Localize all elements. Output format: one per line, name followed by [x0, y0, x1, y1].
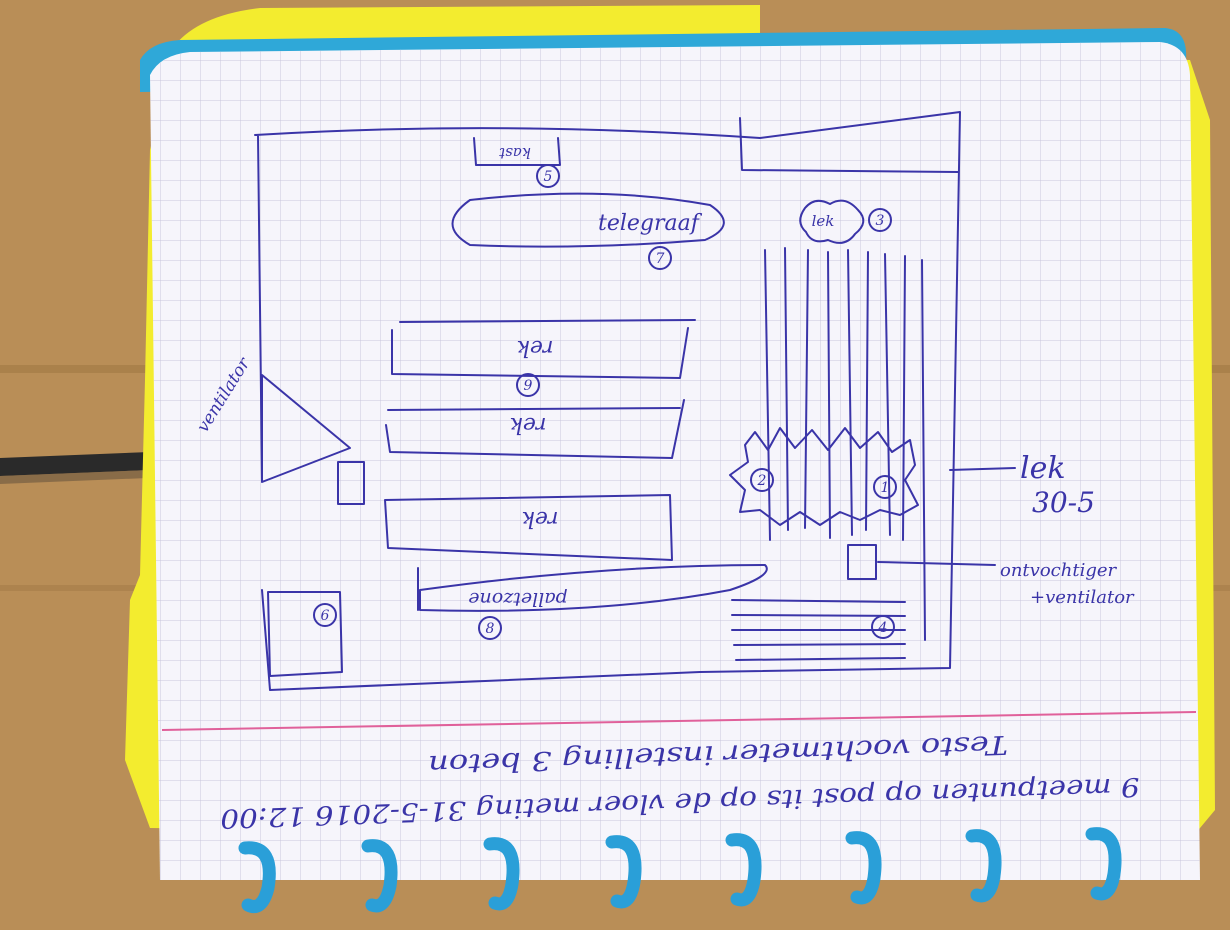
label-rek-3: rek: [522, 506, 559, 531]
ring-7: [965, 829, 1002, 903]
marker-circle-5: [536, 164, 560, 188]
ring-2: [361, 839, 398, 913]
label-palletzone: palletzone: [468, 588, 567, 610]
label-rek-2: rek: [510, 412, 547, 437]
floor-plan-sketch: [254, 111, 1016, 691]
marker-numbers: 1 2 3 4 5 6 7 8 9: [321, 169, 890, 637]
vertical-lines-area: [764, 247, 926, 641]
ring-5: [725, 833, 762, 907]
marker-5: 5: [544, 169, 553, 185]
ventilator-triangle: [261, 374, 351, 483]
ontvochtiger-callout-line: [877, 561, 996, 566]
marker-2: 2: [757, 473, 767, 489]
marker-7: 7: [656, 251, 665, 267]
label-ontvochtiger: ontvochtiger: [1000, 560, 1118, 581]
binder-rings: [238, 827, 1122, 914]
wet-cloud: [729, 427, 919, 526]
pen-shadow: [0, 470, 150, 484]
marker-circles: [313, 164, 897, 640]
label-lek-callout: lek: [1020, 451, 1066, 486]
ring-1: [238, 841, 276, 914]
lek-cloud: [799, 199, 865, 244]
pen: [0, 452, 150, 476]
marker-6: 6: [321, 608, 330, 624]
ring-6: [845, 831, 882, 905]
label-telegraaf: telegraaf: [598, 211, 703, 236]
lek-callout-line: [949, 467, 1016, 471]
top-right-block: [739, 117, 959, 173]
marker-circle-9: [516, 373, 540, 397]
marker-circle-2: [750, 468, 774, 492]
small-box-left: [337, 461, 365, 505]
marker-4: 4: [878, 620, 888, 636]
area-6-shape: [267, 591, 343, 677]
label-lek-small: lek: [812, 212, 835, 230]
marker-circle-1: [873, 475, 897, 499]
dehumidifier-box: [847, 544, 877, 580]
palletzone-shape: [417, 564, 768, 612]
marker-circle-8: [478, 616, 502, 640]
label-lek-date: 30-5: [1032, 486, 1095, 519]
label-plus-ventilator: +ventilator: [1030, 587, 1135, 608]
marker-3: 3: [876, 213, 885, 229]
kast-shape: [473, 137, 561, 166]
marker-circle-7: [648, 246, 672, 270]
marker-9: 9: [524, 378, 533, 394]
rek-middle-shape: [385, 399, 685, 459]
telegraaf-table: [451, 192, 725, 248]
ring-4: [605, 835, 642, 909]
marker-1: 1: [881, 480, 890, 496]
grid-lines: [150, 42, 1200, 880]
hatched-area-bottom-right: [731, 599, 906, 661]
ring-8: [1085, 827, 1122, 901]
marker-circle-4: [871, 615, 895, 639]
marker-8: 8: [486, 621, 495, 637]
marker-circle-6: [313, 603, 337, 627]
rek-top-shape: [391, 319, 696, 379]
label-kast: kast: [498, 144, 531, 162]
marker-circle-3: [868, 208, 892, 232]
rek-bottom-shape: [384, 494, 673, 561]
ring-3: [483, 837, 520, 911]
margin-line: [161, 711, 1197, 731]
label-rek-1: rek: [517, 335, 554, 360]
